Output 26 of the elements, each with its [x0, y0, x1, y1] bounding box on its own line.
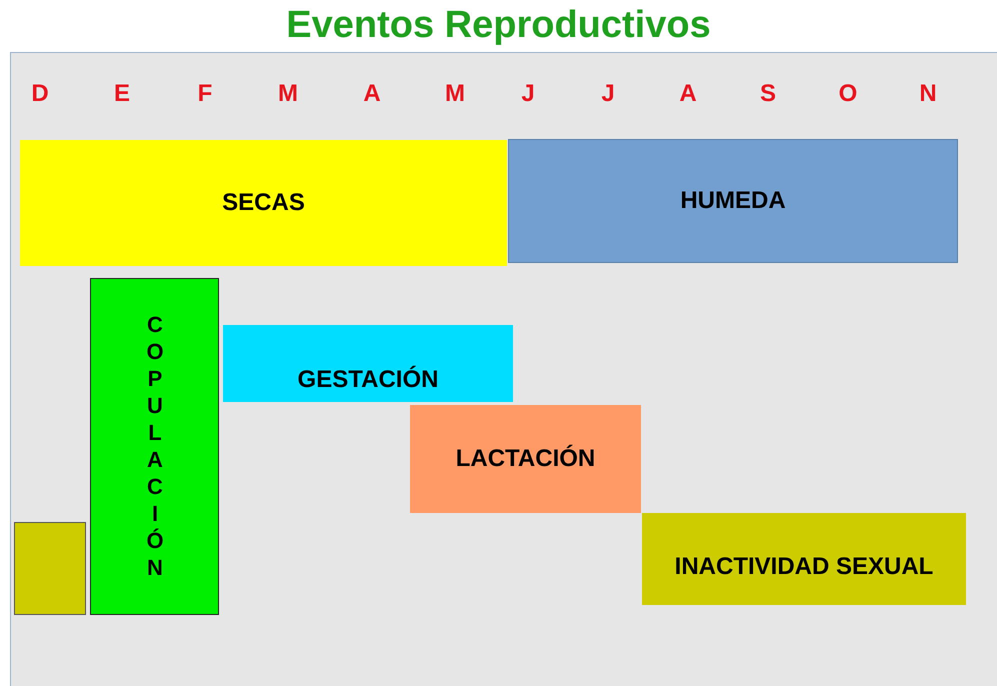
bar-label: COPULACIÓN [142, 312, 168, 582]
event-bar [223, 325, 513, 402]
event-bar [410, 405, 641, 513]
month-label: S [758, 80, 777, 108]
season-bar [508, 139, 958, 263]
month-label: M [277, 80, 299, 108]
season-bar [20, 140, 507, 266]
month-label: J [600, 80, 616, 108]
month-label: J [520, 80, 536, 108]
month-label: E [112, 80, 131, 108]
bar-label: SECAS [222, 189, 305, 217]
month-label: O [838, 80, 858, 108]
bar-label: LACTACIÓN [456, 445, 596, 473]
month-label: N [918, 80, 938, 108]
event-bar [90, 278, 219, 615]
month-label: D [30, 80, 50, 108]
month-label: A [678, 80, 698, 108]
bar-label: HUMEDA [680, 187, 786, 215]
bar-label: GESTACIÓN [298, 366, 438, 394]
event-bar [14, 522, 86, 615]
month-label: A [362, 80, 382, 108]
bar-label: INACTIVIDAD SEXUAL [674, 553, 934, 581]
chart-title: Eventos Reproductivos [285, 4, 712, 47]
event-bar [642, 513, 966, 605]
month-label: M [444, 80, 466, 108]
month-label: F [196, 80, 214, 108]
